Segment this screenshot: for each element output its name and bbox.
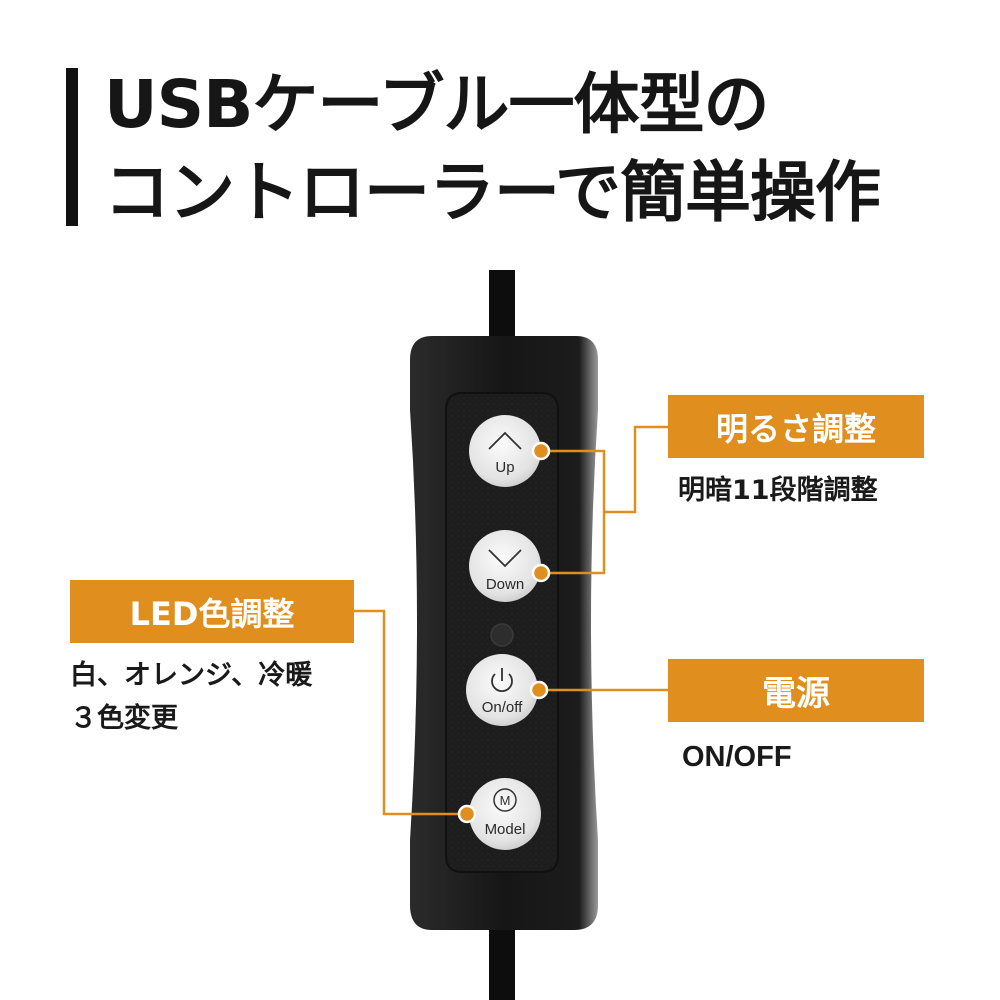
- down-button[interactable]: Down: [469, 530, 541, 602]
- up-button[interactable]: Up: [469, 415, 541, 487]
- up-button-label: Up: [495, 459, 514, 476]
- title-line-2: コントローラーで簡単操作: [104, 154, 881, 231]
- power-label: 電源: [668, 659, 924, 722]
- title-accent-bar: [66, 68, 78, 226]
- color-description-line1: 白、オレンジ、冷暖: [70, 660, 313, 691]
- mode-button[interactable]: M Model: [469, 778, 541, 850]
- chevron-up-icon: [488, 431, 522, 450]
- brightness-description: 明暗11段階調整: [678, 475, 878, 506]
- power-icon: [491, 668, 513, 693]
- svg-text:M: M: [500, 793, 511, 808]
- color-description-line2: ３色変更: [70, 703, 178, 734]
- down-button-label: Down: [486, 576, 524, 593]
- title-line-1: USBケーブル一体型の: [104, 66, 769, 143]
- color-label: LED色調整: [70, 580, 354, 643]
- connector-lines: [354, 425, 668, 816]
- chevron-down-icon: [488, 549, 522, 568]
- m-circle-icon: [493, 788, 517, 812]
- indicator-led: [490, 623, 514, 647]
- power-description: ON/OFF: [682, 741, 792, 773]
- connector-dots: [457, 441, 551, 824]
- mode-button-label: Model: [485, 821, 526, 838]
- power-button-label: On/off: [482, 699, 523, 716]
- power-button[interactable]: On/off: [466, 654, 538, 726]
- brightness-label: 明るさ調整: [668, 395, 924, 458]
